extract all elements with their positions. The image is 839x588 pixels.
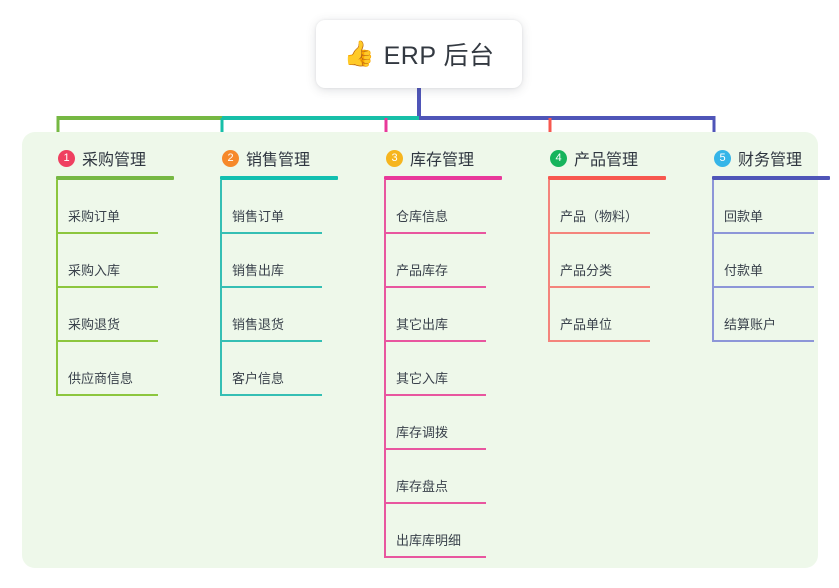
branch-header-rule-3 [384, 176, 502, 180]
leaf-label: 库存调拨 [396, 425, 449, 440]
leaf-label: 其它出库 [396, 317, 449, 332]
leaf-label: 销售订单 [232, 209, 285, 224]
leaf-rule [384, 286, 486, 288]
leaf-label: 销售出库 [232, 263, 285, 278]
leaf-label: 采购退货 [68, 317, 121, 332]
leaf-item[interactable]: 产品库存 [384, 234, 486, 288]
leaf-rule [220, 286, 322, 288]
leaf-label: 产品分类 [560, 263, 613, 278]
leaf-rule [56, 286, 158, 288]
leaf-rule [384, 502, 486, 504]
branch-header-4[interactable]: 4 产品管理 [530, 146, 690, 170]
leaf-item[interactable]: 出库库明细 [384, 504, 486, 558]
leaf-spine-4 [548, 180, 550, 342]
leaf-item[interactable]: 供应商信息 [56, 342, 158, 396]
leaf-item[interactable]: 其它入库 [384, 342, 486, 396]
leaf-item[interactable]: 结算账户 [712, 288, 814, 342]
leaf-label: 仓库信息 [396, 209, 449, 224]
branches-panel [22, 132, 818, 568]
leaf-rule [384, 340, 486, 342]
leaf-label: 采购入库 [68, 263, 121, 278]
leaf-item[interactable]: 库存盘点 [384, 450, 486, 504]
branch-header-5[interactable]: 5 财务管理 [694, 146, 839, 170]
leaf-rule [548, 286, 650, 288]
leaf-item[interactable]: 产品分类 [548, 234, 650, 288]
leaf-item[interactable]: 库存调拨 [384, 396, 486, 450]
leaf-rule [56, 394, 158, 396]
leaf-spine-5 [712, 180, 714, 342]
branch-header-rule-5 [712, 176, 830, 180]
leaf-item[interactable]: 回款单 [712, 180, 814, 234]
branch-title-4: 产品管理 [574, 152, 639, 169]
leaf-rule [220, 394, 322, 396]
branch-header-1[interactable]: 1 采购管理 [38, 146, 198, 170]
branch-header-rule-2 [220, 176, 338, 180]
leaf-rule [712, 340, 814, 342]
branch-header-rule-4 [548, 176, 666, 180]
leaf-item[interactable]: 销售退货 [220, 288, 322, 342]
branch-column-1: 1 采购管理采购订单采购入库采购退货供应商信息 [38, 146, 198, 396]
leaf-label: 供应商信息 [68, 371, 134, 386]
leaf-item[interactable]: 销售订单 [220, 180, 322, 234]
leaf-rule [384, 448, 486, 450]
leaf-rule [384, 556, 486, 558]
leaf-rule [220, 340, 322, 342]
branch-badge-5: 5 [714, 149, 731, 167]
leaf-item[interactable]: 销售出库 [220, 234, 322, 288]
leaf-rule [56, 340, 158, 342]
branch-title-1: 采购管理 [82, 152, 147, 169]
leaf-item[interactable]: 付款单 [712, 234, 814, 288]
leaf-label: 产品（物料） [560, 209, 639, 224]
branch-header-rule-1 [56, 176, 174, 180]
leaf-label: 其它入库 [396, 371, 449, 386]
leaf-spine-2 [220, 180, 222, 396]
leaf-rule [384, 232, 486, 234]
leaf-item[interactable]: 采购退货 [56, 288, 158, 342]
branch-title-5: 财务管理 [738, 152, 803, 169]
leaf-spine-1 [56, 180, 58, 396]
leaf-label: 回款单 [724, 209, 764, 224]
branch-title-2: 销售管理 [246, 152, 311, 169]
leaf-label: 客户信息 [232, 371, 285, 386]
leaf-rule [712, 286, 814, 288]
leaf-item[interactable]: 其它出库 [384, 288, 486, 342]
leaf-rule [712, 232, 814, 234]
leaf-item[interactable]: 仓库信息 [384, 180, 486, 234]
leaf-rule [384, 394, 486, 396]
leaf-spine-3 [384, 180, 386, 558]
leaf-item[interactable]: 客户信息 [220, 342, 322, 396]
leaf-rule [548, 232, 650, 234]
thumbs-up-icon: 👍 [343, 39, 375, 68]
leaf-rule [56, 232, 158, 234]
leaf-label: 采购订单 [68, 209, 121, 224]
branch-badge-3: 3 [386, 149, 403, 167]
branch-badge-2: 2 [222, 149, 239, 167]
leaf-item[interactable]: 采购入库 [56, 234, 158, 288]
leaf-rule [220, 232, 322, 234]
leaf-item[interactable]: 产品单位 [548, 288, 650, 342]
leaf-rule [548, 340, 650, 342]
leaf-label: 产品库存 [396, 263, 449, 278]
leaf-label: 付款单 [724, 263, 764, 278]
leaf-label: 结算账户 [724, 317, 777, 332]
branch-title-3: 库存管理 [410, 152, 475, 169]
leaf-label: 库存盘点 [396, 479, 449, 494]
branch-badge-1: 1 [58, 149, 75, 167]
leaf-label: 出库库明细 [396, 533, 462, 548]
branch-badge-4: 4 [550, 149, 567, 167]
branch-header-2[interactable]: 2 销售管理 [202, 146, 362, 170]
branch-column-4: 4 产品管理产品（物料） 产品分类产品单位 [530, 146, 690, 342]
branch-column-2: 2 销售管理销售订单销售出库销售退货客户信息 [202, 146, 362, 396]
root-title: ERP 后台 [383, 42, 495, 70]
root-node-card[interactable]: 👍 ERP 后台 [316, 20, 522, 88]
branch-column-5: 5 财务管理回款单付款单结算账户 [694, 146, 839, 342]
branch-column-3: 3 库存管理仓库信息产品库存其它出库其它入库库存调拨库存盘点出库库明细 [366, 146, 526, 558]
leaf-item[interactable]: 产品（物料） [548, 180, 650, 234]
leaf-item[interactable]: 采购订单 [56, 180, 158, 234]
branch-header-3[interactable]: 3 库存管理 [366, 146, 526, 170]
leaf-label: 销售退货 [232, 317, 285, 332]
leaf-label: 产品单位 [560, 317, 613, 332]
